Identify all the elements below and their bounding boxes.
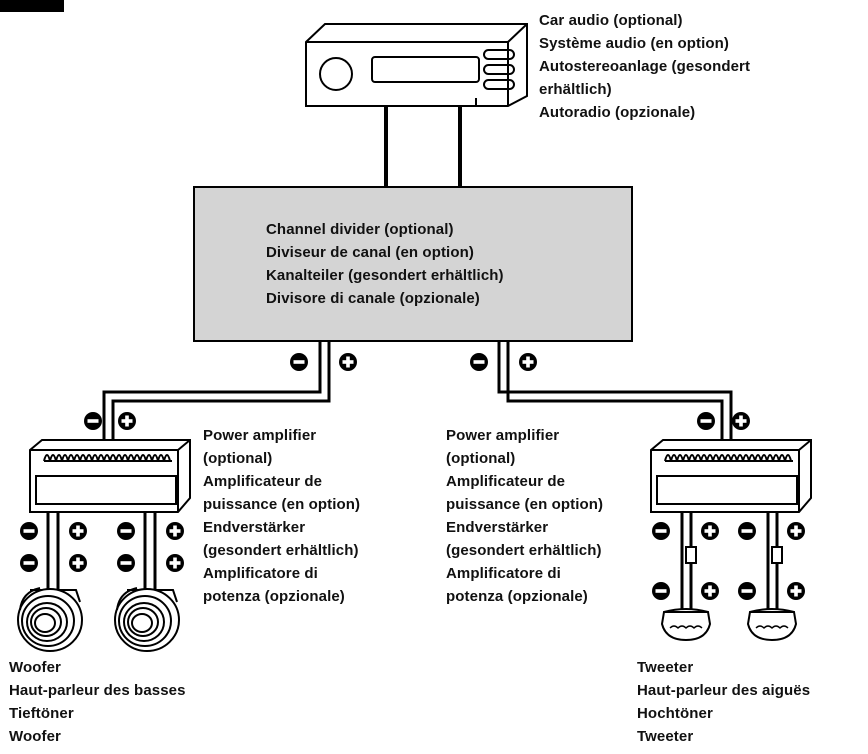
label-line: Diviseur de canal (en option)	[266, 244, 474, 261]
label-line: Autostereoanlage (gesondert	[539, 58, 751, 75]
label-line: potenza (opzionale)	[446, 588, 588, 605]
tweeter-speaker-icon	[660, 608, 712, 642]
label-line: Divisore di canale (opzionale)	[266, 290, 480, 307]
plus-terminal-icon	[732, 412, 750, 430]
label-line: Autoradio (opzionale)	[539, 104, 696, 121]
tweeter-label: Tweeter Haut-parleur des aiguës Hochtöne…	[637, 656, 810, 748]
label-line: Channel divider (optional)	[266, 221, 454, 238]
label-line: Endverstärker	[446, 519, 549, 536]
minus-terminal-icon	[470, 353, 488, 371]
channel-divider-label: Channel divider (optional) Diviseur de c…	[266, 218, 504, 310]
minus-terminal-icon	[652, 522, 670, 540]
label-line: Haut-parleur des aiguës	[637, 682, 811, 699]
car-audio-label: Car audio (optional) Système audio (en o…	[539, 9, 750, 124]
label-line: erhältlich)	[539, 81, 612, 98]
label-line: Système audio (en option)	[539, 35, 730, 52]
amplifier-icon	[650, 439, 812, 513]
car-audio-unit-icon	[305, 23, 528, 107]
minus-terminal-icon	[290, 353, 308, 371]
plus-terminal-icon	[701, 522, 719, 540]
label-line: (optional)	[203, 450, 273, 467]
woofer-label: Woofer Haut-parleur des basses Tieftöner…	[9, 656, 186, 748]
corner-tab	[0, 0, 64, 12]
minus-terminal-icon	[738, 582, 756, 600]
label-line: puissance (en option)	[446, 496, 604, 513]
label-line: potenza (opzionale)	[203, 588, 345, 605]
minus-terminal-icon	[84, 412, 102, 430]
plus-terminal-icon	[166, 522, 184, 540]
label-line: (gesondert erhältlich)	[203, 542, 359, 559]
label-line: Endverstärker	[203, 519, 306, 536]
minus-terminal-icon	[738, 522, 756, 540]
label-line: (gesondert erhältlich)	[446, 542, 602, 559]
plus-terminal-icon	[787, 582, 805, 600]
woofer-wires	[46, 512, 157, 592]
rca-cables	[384, 106, 462, 188]
label-line: Woofer	[9, 659, 61, 676]
label-line: puissance (en option)	[203, 496, 361, 513]
tweeter-speaker-icon	[746, 608, 798, 642]
minus-terminal-icon	[117, 522, 135, 540]
label-line: Kanalteiler (gesondert erhältlich)	[266, 267, 504, 284]
plus-terminal-icon	[519, 353, 537, 371]
label-line: Amplificatore di	[446, 565, 561, 582]
plus-terminal-icon	[339, 353, 357, 371]
plus-terminal-icon	[69, 554, 87, 572]
label-line: Hochtöner	[637, 705, 713, 722]
plus-terminal-icon	[701, 582, 719, 600]
woofer-speaker-icon	[17, 587, 83, 652]
label-line: Car audio (optional)	[539, 12, 683, 29]
label-line: Power amplifier	[446, 427, 560, 444]
power-amplifier-label-right: Power amplifier (optional) Amplificateur…	[446, 424, 603, 608]
tweeter-filter	[771, 546, 783, 564]
wire-pair-left	[102, 341, 331, 440]
label-line: Tweeter	[637, 659, 694, 676]
minus-terminal-icon	[697, 412, 715, 430]
minus-terminal-icon	[652, 582, 670, 600]
label-line: Amplificateur de	[446, 473, 566, 490]
label-line: Amplificateur de	[203, 473, 323, 490]
plus-terminal-icon	[787, 522, 805, 540]
label-line: Tweeter	[637, 728, 694, 745]
plus-terminal-icon	[118, 412, 136, 430]
wire-pair-right	[497, 341, 733, 440]
amplifier-icon	[29, 439, 191, 513]
plus-terminal-icon	[69, 522, 87, 540]
tweeter-filter	[685, 546, 697, 564]
label-line: Woofer	[9, 728, 61, 745]
minus-terminal-icon	[20, 554, 38, 572]
label-line: Power amplifier	[203, 427, 317, 444]
minus-terminal-icon	[20, 522, 38, 540]
label-line: Haut-parleur des basses	[9, 682, 186, 699]
label-line: (optional)	[446, 450, 516, 467]
plus-terminal-icon	[166, 554, 184, 572]
woofer-speaker-icon	[114, 587, 180, 652]
label-line: Tieftöner	[9, 705, 74, 722]
label-line: Amplificatore di	[203, 565, 318, 582]
minus-terminal-icon	[117, 554, 135, 572]
channel-divider-box	[193, 186, 633, 342]
power-amplifier-label-left: Power amplifier (optional) Amplificateur…	[203, 424, 360, 608]
